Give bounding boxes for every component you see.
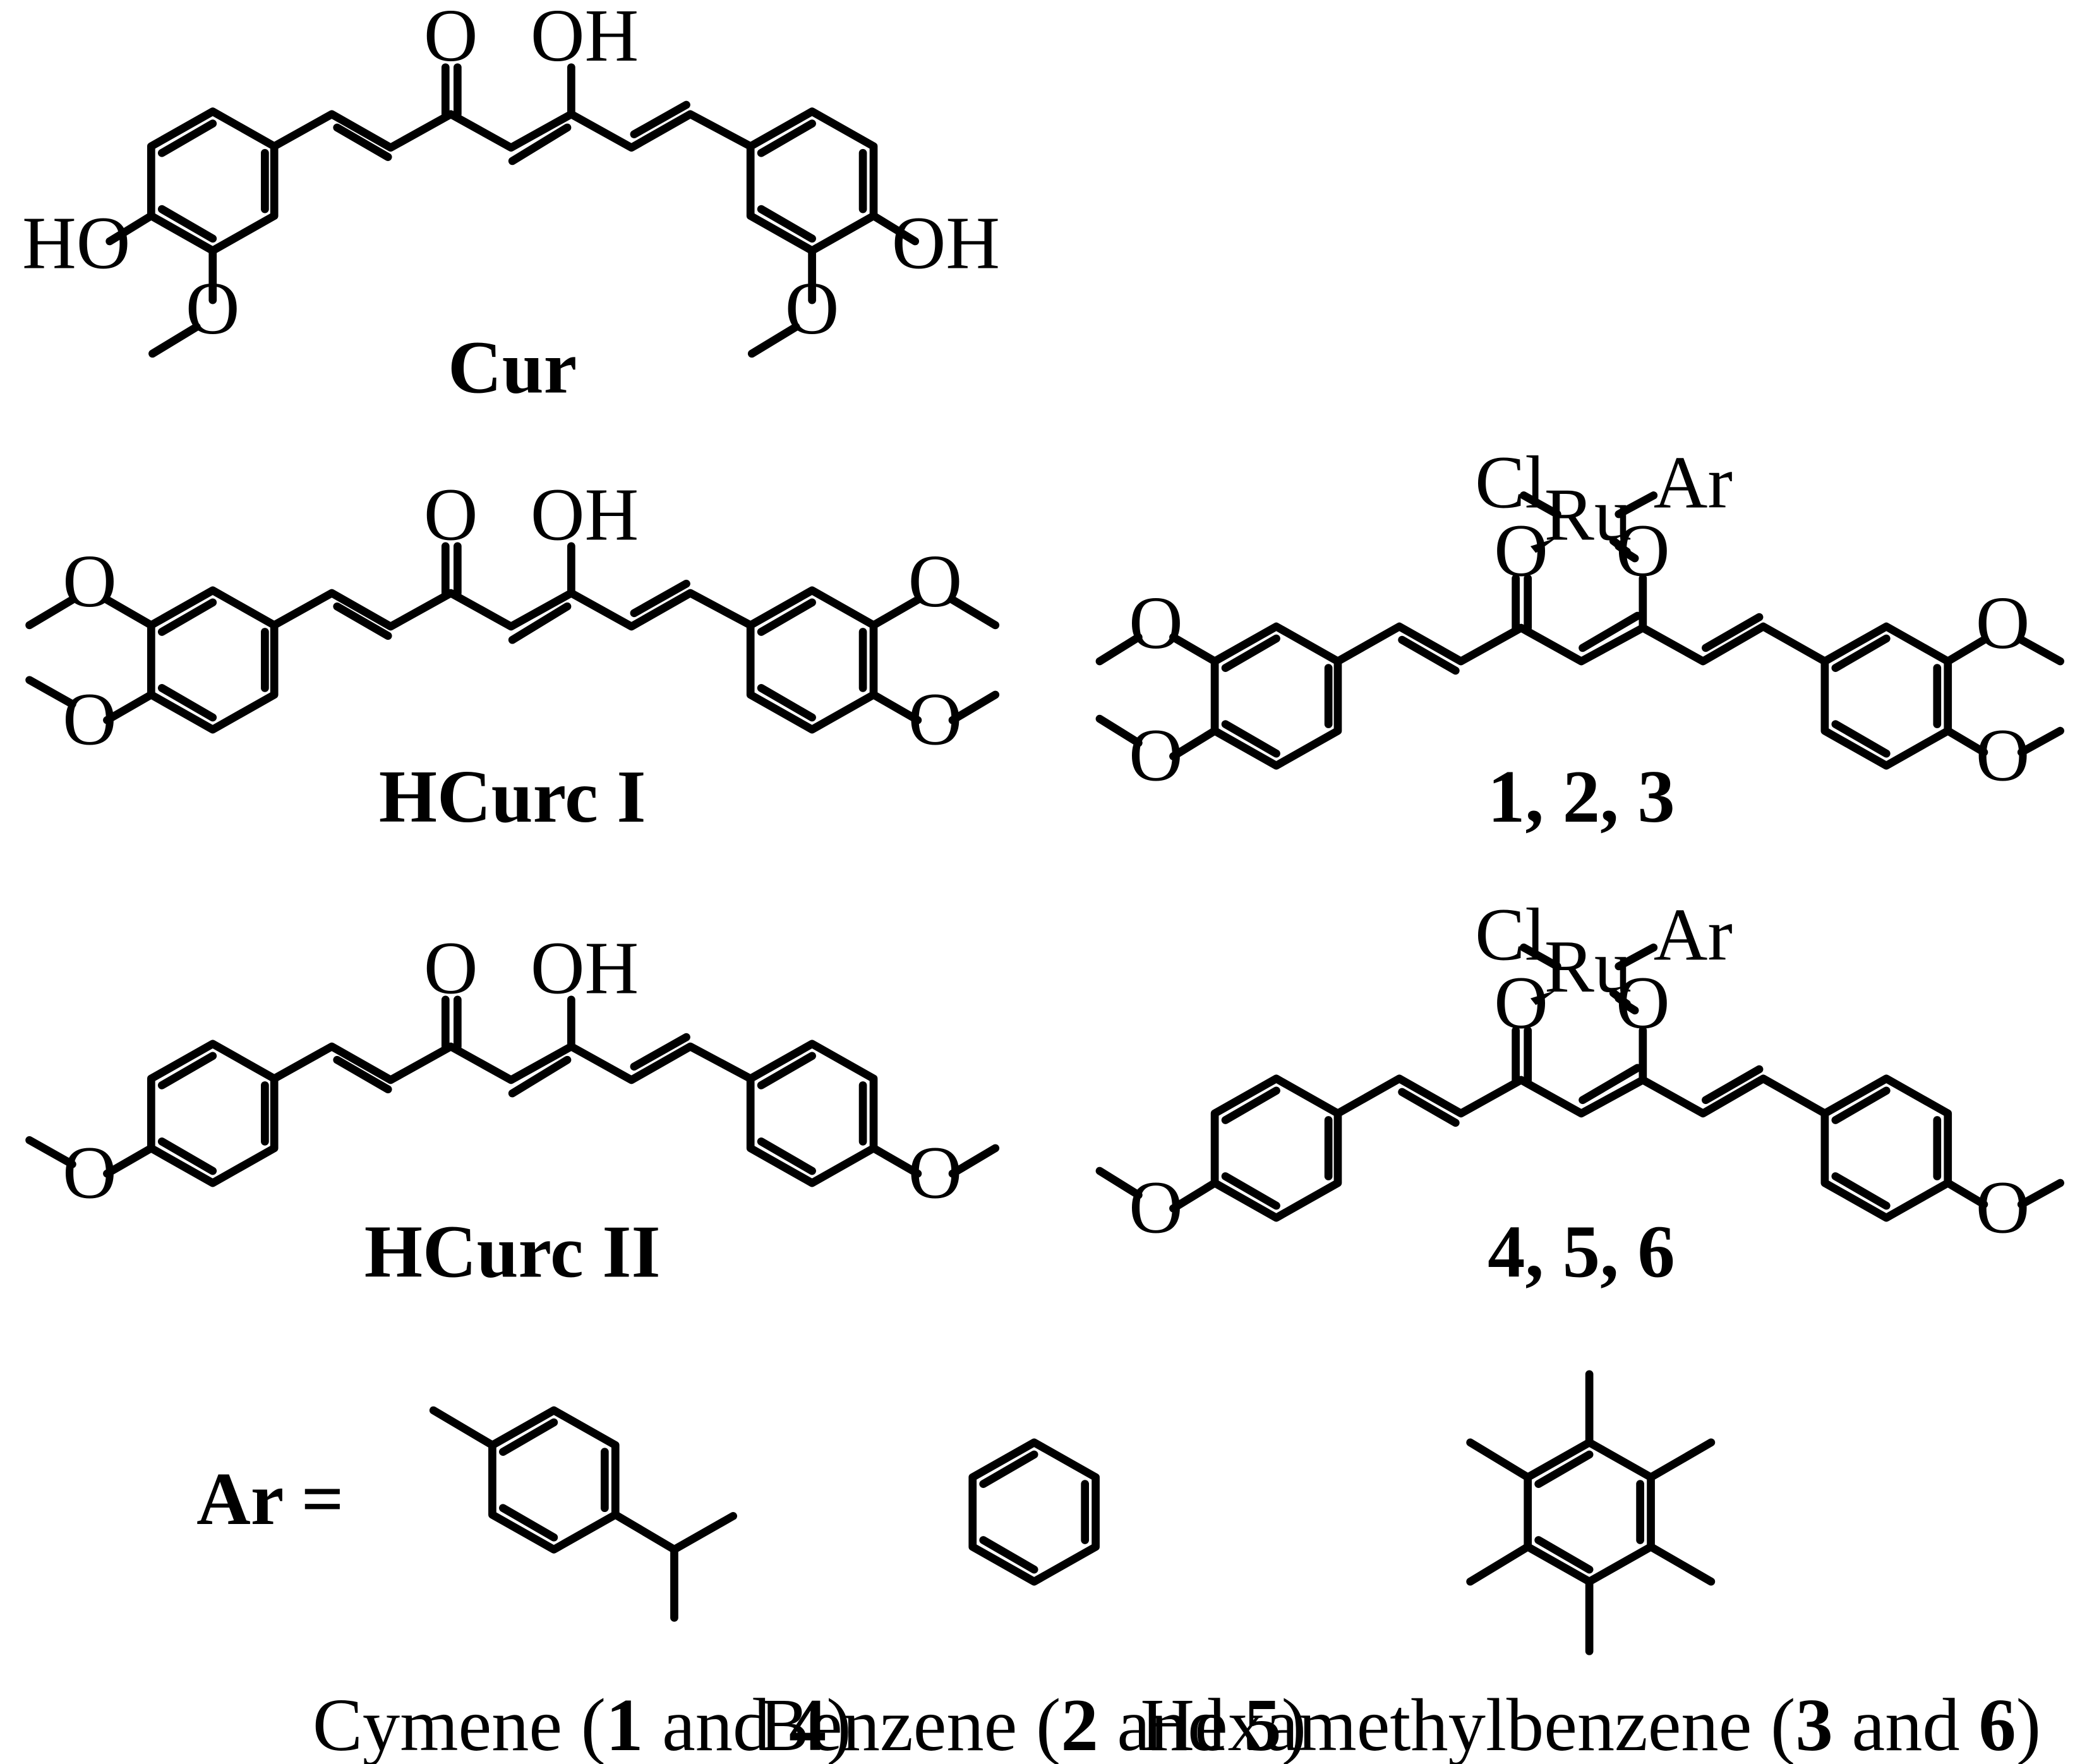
chelate-oxygen: O bbox=[1494, 508, 1548, 592]
methoxy-oxygen: O bbox=[1129, 1165, 1183, 1249]
enol-hydroxyl: OH bbox=[531, 0, 639, 77]
chloride-ligand: Cl bbox=[1475, 892, 1546, 976]
caption-hcurc-ii: HCurc II bbox=[364, 1209, 661, 1293]
methoxy-oxygen: O bbox=[1976, 714, 2030, 797]
chelate-oxygen: O bbox=[1616, 508, 1670, 592]
ruthenium-center: Ru bbox=[1544, 472, 1632, 556]
phenol-hydroxyl-left: HO bbox=[22, 201, 130, 284]
label-benzene: Benzene (2 and 5) bbox=[759, 1683, 1306, 1764]
dashed-bond bbox=[1609, 988, 1639, 1015]
caption-hcurc-i: HCurc I bbox=[379, 755, 646, 838]
caption-ar-definition: Ar = bbox=[196, 1457, 344, 1540]
cymene-structure bbox=[429, 1406, 737, 1622]
hcurc-ii-structure: O OH O O HCurc II bbox=[25, 926, 1000, 1293]
methoxy-oxygen: O bbox=[63, 677, 117, 760]
ruthenium-center: Ru bbox=[1544, 925, 1632, 1008]
benzene-structure bbox=[968, 1438, 1100, 1586]
caption-complexes-1-2-3: 1, 2, 3 bbox=[1488, 755, 1675, 838]
arene-ligand: Ar bbox=[1654, 440, 1733, 524]
hcurc-i-structure: O OH O O O O HCurc I bbox=[25, 472, 1000, 838]
dashed-bond bbox=[1609, 537, 1639, 563]
carbonyl-oxygen: O bbox=[424, 0, 478, 77]
methoxy-oxygen: O bbox=[908, 539, 963, 623]
chelate-oxygen: O bbox=[1616, 961, 1670, 1044]
caption-complexes-4-5-6: 4, 5, 6 bbox=[1488, 1209, 1675, 1293]
methoxy-oxygen: O bbox=[908, 1131, 963, 1214]
caption-cur: Cur bbox=[448, 325, 577, 409]
hexamethylbenzene-structure bbox=[1466, 1370, 1716, 1655]
methoxy-oxygen: O bbox=[186, 267, 240, 350]
methoxy-oxygen: O bbox=[908, 677, 963, 760]
enol-hydroxyl: OH bbox=[531, 472, 639, 556]
arene-ligand: Ar bbox=[1654, 892, 1733, 976]
carbonyl-oxygen: O bbox=[424, 926, 478, 1009]
curcumin-structure: O OH HO O OH O Cur bbox=[22, 0, 1000, 409]
label-cymene: Cymene (1 and 4) bbox=[313, 1683, 851, 1764]
phenol-hydroxyl-right: OH bbox=[892, 201, 1000, 284]
complex-1-2-3-structure: Cl Ru Ar O O O O O O 1, 2, 3 bbox=[1095, 440, 2064, 838]
chloride-ligand: Cl bbox=[1475, 440, 1546, 524]
methoxy-oxygen: O bbox=[1976, 1165, 2030, 1249]
methoxy-oxygen: O bbox=[63, 539, 117, 623]
label-hexamethylbenzene: Hexamethylbenzene (3 and 6) bbox=[1140, 1683, 2041, 1764]
complex-4-5-6-structure: Cl Ru Ar O O O O 4, 5, 6 bbox=[1095, 892, 2064, 1293]
methoxy-oxygen: O bbox=[1976, 581, 2030, 664]
methoxy-oxygen: O bbox=[1129, 714, 1183, 797]
chelate-oxygen: O bbox=[1494, 961, 1548, 1044]
methoxy-oxygen: O bbox=[785, 267, 839, 350]
enol-hydroxyl: OH bbox=[531, 926, 639, 1009]
methoxy-oxygen: O bbox=[1129, 581, 1183, 664]
carbonyl-oxygen: O bbox=[424, 472, 478, 556]
methoxy-oxygen: O bbox=[63, 1131, 117, 1214]
